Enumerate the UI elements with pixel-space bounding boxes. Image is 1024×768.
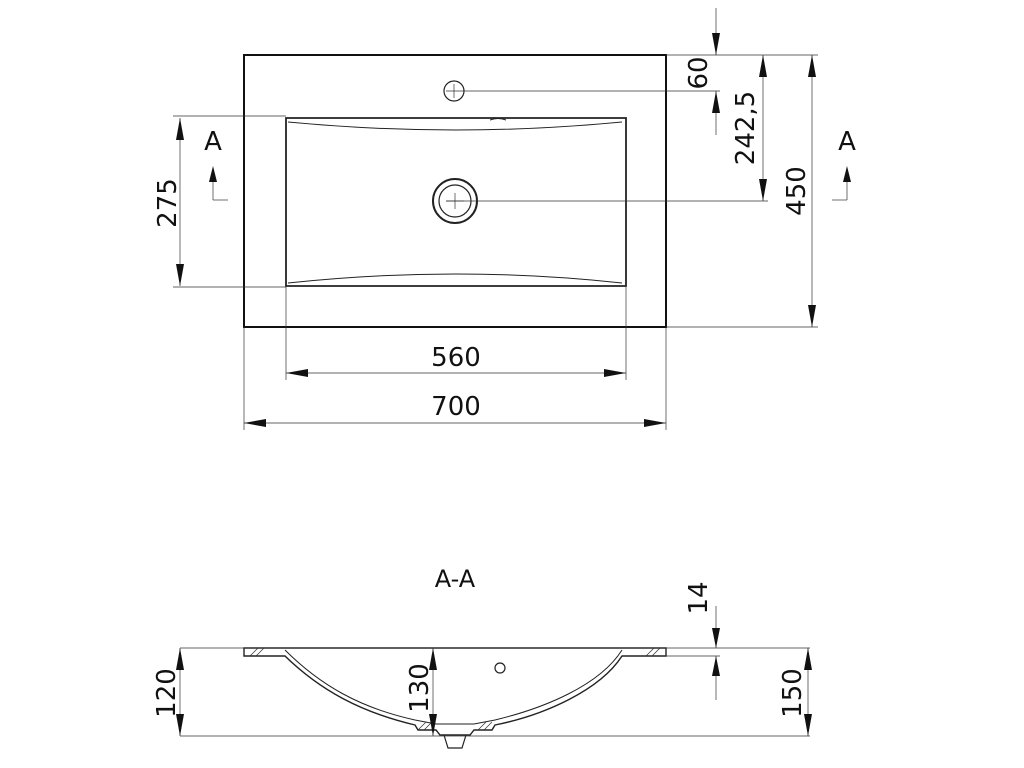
dim-drain-offset: 242,5	[731, 55, 767, 201]
drain-spigot	[443, 734, 467, 749]
plan-view: 275 560 700 60 242,5	[153, 8, 856, 430]
dim-basin-depth-label: 275	[153, 178, 183, 228]
overflow-hole	[494, 662, 506, 674]
dim-left-height: 120	[152, 648, 184, 736]
dim-basin-width: 560	[286, 343, 626, 377]
dim-center-height: 130	[405, 648, 437, 736]
section-view: A-A 14	[152, 565, 812, 749]
bowl-top-curve	[287, 121, 623, 131]
dim-overall-depth-label: 450	[782, 166, 812, 216]
dim-overall-width-label: 700	[431, 392, 481, 422]
dim-drain-offset-label: 242,5	[731, 91, 761, 165]
bowl-outline	[285, 117, 627, 287]
dim-rim-thickness: 14	[684, 581, 720, 700]
dim-right-height-label: 150	[778, 668, 808, 718]
section-inner-surface	[284, 649, 623, 725]
dim-center-height-label: 130	[405, 663, 435, 713]
section-marker-right-label: A	[838, 127, 856, 157]
dim-overall-width: 700	[244, 392, 666, 427]
section-hatching	[249, 647, 661, 731]
section-title: A-A	[435, 565, 476, 593]
dim-left-height-label: 120	[152, 668, 182, 718]
section-marker-left-label: A	[204, 127, 222, 157]
basin-outline	[243, 54, 667, 328]
dim-tap-hole-offset: 60	[684, 8, 720, 135]
overflow-slot	[489, 118, 507, 121]
section-profile	[243, 647, 667, 736]
dim-basin-depth: 275	[153, 118, 184, 286]
section-marker-left: A	[204, 127, 228, 201]
section-marker-right: A	[832, 127, 856, 201]
dim-basin-width-label: 560	[431, 343, 481, 373]
bowl-bottom-curve	[287, 273, 623, 284]
dim-tap-hole-offset-label: 60	[684, 56, 714, 89]
dim-right-height: 150	[778, 648, 812, 736]
dim-rim-thickness-label: 14	[684, 581, 714, 614]
dim-overall-depth: 450	[782, 55, 816, 327]
